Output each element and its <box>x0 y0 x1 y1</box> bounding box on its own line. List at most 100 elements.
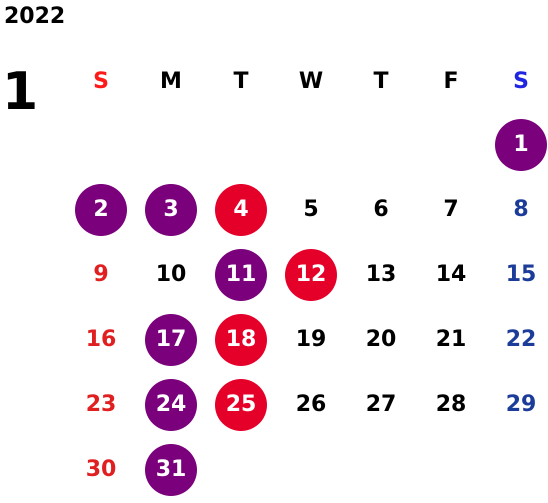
calendar-day-number <box>425 119 477 171</box>
calendar-week-row: 30 31 <box>66 437 548 502</box>
calendar-day-cell: 28 <box>416 372 486 437</box>
weekday-tuesday: T <box>233 68 249 94</box>
calendar-day-cell: 25 <box>206 372 276 437</box>
calendar-day-number: 4 <box>215 183 267 236</box>
calendar-day-number: 25 <box>215 378 267 431</box>
calendar-day-number: 22 <box>505 327 537 352</box>
calendar-day-cell: 24 <box>136 372 206 437</box>
calendar-day-number: 14 <box>435 262 467 287</box>
calendar-day-cell <box>486 437 548 502</box>
calendar-day-cell: 8 <box>486 177 548 242</box>
calendar-day-cell: 3 <box>136 177 206 242</box>
calendar-day-number <box>75 119 127 171</box>
weekday-monday: M <box>160 68 182 94</box>
calendar-day-cell <box>276 437 346 502</box>
weekday-sunday: S <box>93 68 109 94</box>
calendar-day-number: 9 <box>93 262 109 287</box>
calendar-day-number: 16 <box>85 327 117 352</box>
calendar-day-cell <box>346 437 416 502</box>
calendar-day-cell: 20 <box>346 307 416 372</box>
calendar-week-row: 1 <box>66 112 548 177</box>
calendar-day-number: 21 <box>435 327 467 352</box>
calendar-day-cell: 7 <box>416 177 486 242</box>
calendar-day-cell <box>276 112 346 177</box>
weekday-wednesday: W <box>298 68 324 94</box>
calendar-day-number: 23 <box>85 392 117 417</box>
calendar-day-number <box>215 444 267 496</box>
calendar-day-number: 18 <box>215 313 267 366</box>
calendar-day-cell <box>136 112 206 177</box>
calendar-day-number: 26 <box>295 392 327 417</box>
calendar-day-number: 31 <box>145 443 197 496</box>
calendar-day-cell: 15 <box>486 242 548 307</box>
calendar-day-cell: 11 <box>206 242 276 307</box>
calendar-day-cell: 26 <box>276 372 346 437</box>
calendar-day-cell: 9 <box>66 242 136 307</box>
weekday-saturday: S <box>513 68 529 94</box>
weekday-thursday: T <box>373 68 389 94</box>
calendar-year: 2022 <box>4 4 66 29</box>
calendar-day-cell <box>66 112 136 177</box>
calendar-day-number: 2 <box>75 183 127 236</box>
calendar-day-cell: 17 <box>136 307 206 372</box>
calendar-day-number: 24 <box>145 378 197 431</box>
calendar-day-number: 15 <box>505 262 537 287</box>
calendar-day-cell: 6 <box>346 177 416 242</box>
calendar-day-number: 27 <box>365 392 397 417</box>
calendar-day-cell: 27 <box>346 372 416 437</box>
calendar-day-cell: 23 <box>66 372 136 437</box>
calendar-day-cell: 29 <box>486 372 548 437</box>
calendar-day-number: 29 <box>505 392 537 417</box>
calendar-day-cell: 4 <box>206 177 276 242</box>
calendar-day-cell <box>206 437 276 502</box>
calendar-day-number: 6 <box>373 197 389 222</box>
calendar-day-number <box>145 119 197 171</box>
calendar-day-number: 5 <box>303 197 319 222</box>
calendar-day-cell <box>206 112 276 177</box>
weekday-header-row: S M T W T F S <box>66 50 548 112</box>
calendar-day-cell: 2 <box>66 177 136 242</box>
calendar-day-number: 17 <box>145 313 197 366</box>
calendar-day-number: 11 <box>215 248 267 301</box>
calendar-day-number: 8 <box>513 197 529 222</box>
calendar-day-number: 13 <box>365 262 397 287</box>
calendar-day-number <box>285 444 337 496</box>
calendar-day-cell <box>416 437 486 502</box>
calendar-day-cell: 31 <box>136 437 206 502</box>
calendar-day-cell: 30 <box>66 437 136 502</box>
calendar-day-number: 3 <box>145 183 197 236</box>
calendar-day-number: 19 <box>295 327 327 352</box>
calendar-day-cell: 21 <box>416 307 486 372</box>
calendar-day-cell: 19 <box>276 307 346 372</box>
calendar-day-cell: 5 <box>276 177 346 242</box>
calendar-day-number <box>355 444 407 496</box>
calendar-week-row: 9 10 11 12 13 14 15 <box>66 242 548 307</box>
calendar-day-number: 28 <box>435 392 467 417</box>
calendar-day-cell <box>416 112 486 177</box>
calendar-day-number: 10 <box>155 262 187 287</box>
calendar-day-number: 12 <box>285 248 337 301</box>
calendar-day-cell: 13 <box>346 242 416 307</box>
calendar-day-number <box>355 119 407 171</box>
calendar-day-number: 30 <box>85 457 117 482</box>
calendar-day-cell: 14 <box>416 242 486 307</box>
calendar-day-number: 7 <box>443 197 459 222</box>
calendar-day-number: 20 <box>365 327 397 352</box>
weekday-friday: F <box>443 68 459 94</box>
calendar-day-cell: 12 <box>276 242 346 307</box>
calendar-day-number <box>425 444 477 496</box>
calendar-day-cell <box>346 112 416 177</box>
calendar-day-cell: 22 <box>486 307 548 372</box>
calendar-day-number <box>285 119 337 171</box>
calendar-day-number: 1 <box>495 118 547 171</box>
calendar-day-cell: 1 <box>486 112 548 177</box>
calendar-day-cell: 18 <box>206 307 276 372</box>
calendar-week-row: 16 17 18 19 20 21 22 <box>66 307 548 372</box>
calendar-day-cell: 10 <box>136 242 206 307</box>
calendar-day-number <box>495 444 547 496</box>
calendar-day-number <box>215 119 267 171</box>
calendar-week-row: 23 24 25 26 27 28 29 <box>66 372 548 437</box>
